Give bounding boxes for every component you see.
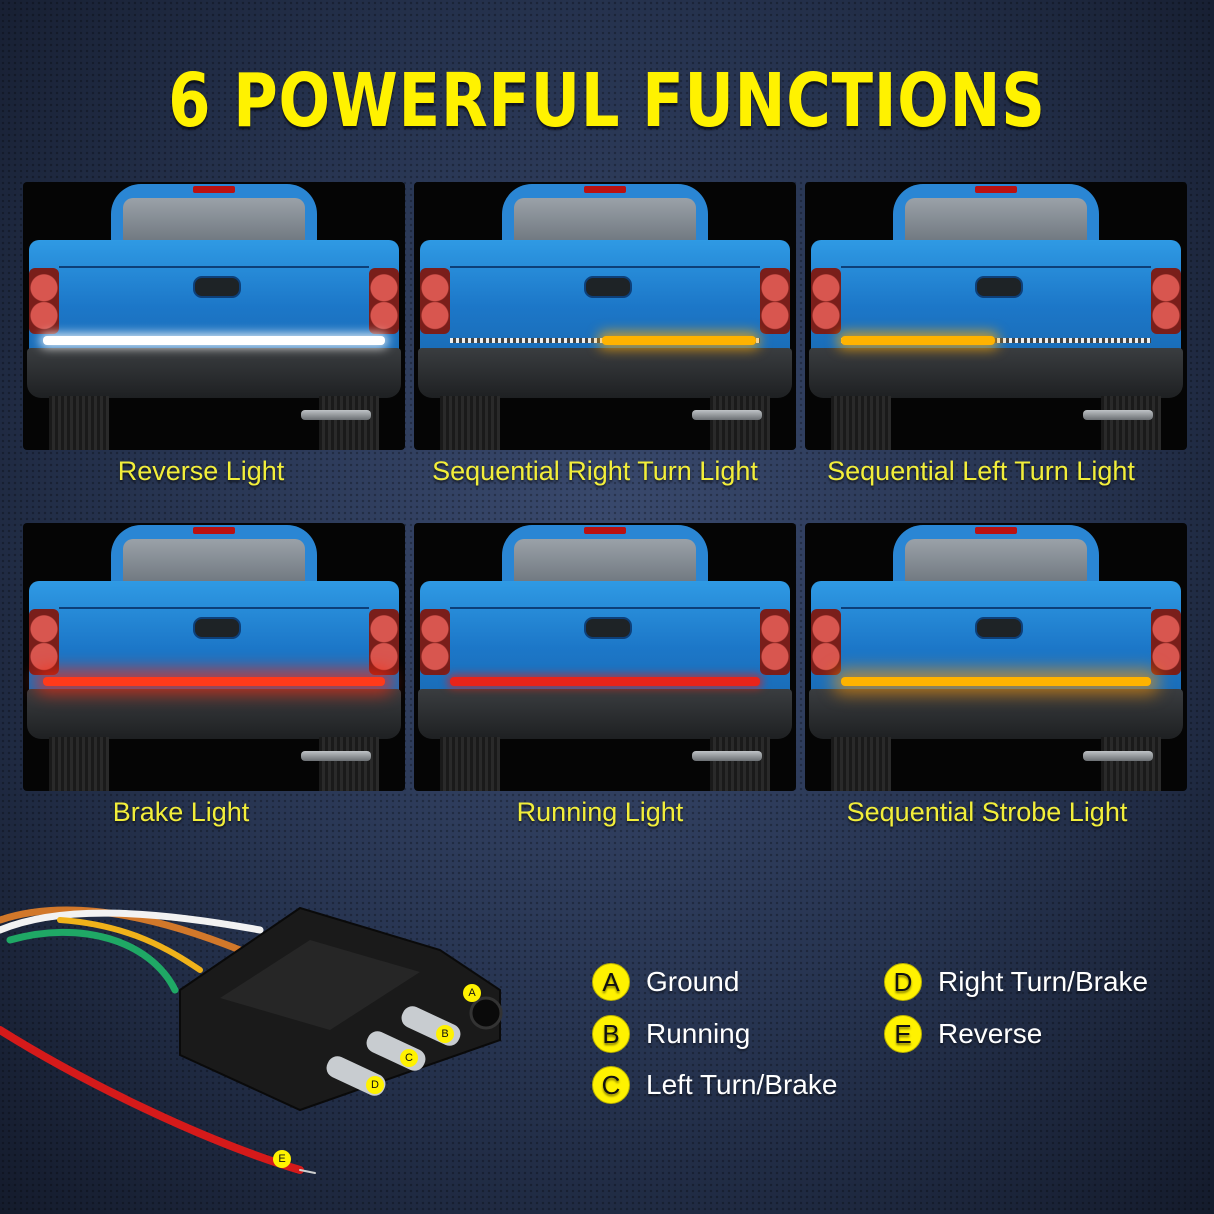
led-strip-red bbox=[43, 677, 385, 686]
badge-c: C bbox=[592, 1066, 630, 1104]
legend-label: Running bbox=[646, 1018, 751, 1049]
panel-reverse-light bbox=[23, 182, 405, 450]
connector-illustration bbox=[0, 906, 503, 1174]
legend-item-left-turn-brake: C Left Turn/Brake bbox=[592, 1066, 837, 1104]
truck-image bbox=[414, 182, 796, 450]
pin-label-b: B bbox=[436, 1025, 454, 1043]
page-title: 6 POWERFUL FUNCTIONS bbox=[168, 58, 1046, 144]
led-strip-amber-left bbox=[841, 336, 995, 345]
truck-image bbox=[23, 182, 405, 450]
caption-running-light: Running Light bbox=[516, 797, 684, 827]
pin-label-e: E bbox=[273, 1150, 291, 1168]
legend-item-reverse: E Reverse bbox=[884, 1015, 1042, 1053]
legend-label: Left Turn/Brake bbox=[646, 1069, 838, 1100]
pin-label-a: A bbox=[463, 984, 481, 1002]
led-strip-amber-right bbox=[602, 336, 756, 345]
panel-running-light bbox=[414, 523, 796, 791]
caption-brake-light: Brake Light bbox=[112, 797, 250, 827]
badge-a: A bbox=[592, 963, 630, 1001]
led-strip-white bbox=[43, 336, 385, 345]
pin-label-d: D bbox=[366, 1076, 384, 1094]
panel-brake-light bbox=[23, 523, 405, 791]
caption-reverse-light: Reverse Light bbox=[117, 456, 285, 486]
badge-e: E bbox=[884, 1015, 922, 1053]
led-strip-red-dim bbox=[450, 677, 760, 686]
legend-item-ground: A Ground bbox=[592, 963, 739, 1001]
wires bbox=[0, 906, 316, 1174]
legend-label: Ground bbox=[646, 966, 740, 997]
legend-item-right-turn-brake: D Right Turn/Brake bbox=[884, 963, 1148, 1001]
panel-sequential-left-turn bbox=[805, 182, 1187, 450]
led-strip-off bbox=[841, 338, 1151, 343]
caption-sequential-strobe: Sequential Strobe Light bbox=[846, 797, 1128, 827]
panel-sequential-strobe bbox=[805, 523, 1187, 791]
caption-sequential-left-turn: Sequential Left Turn Light bbox=[827, 456, 1135, 486]
truck-image bbox=[414, 523, 796, 791]
led-strip-amber bbox=[841, 677, 1151, 686]
pin-label-c: C bbox=[400, 1049, 418, 1067]
truck-image bbox=[805, 182, 1187, 450]
caption-sequential-right-turn: Sequential Right Turn Light bbox=[432, 456, 758, 486]
badge-b: B bbox=[592, 1015, 630, 1053]
legend-label: Right Turn/Brake bbox=[938, 966, 1149, 997]
panel-sequential-right-turn bbox=[414, 182, 796, 450]
legend-item-running: B Running bbox=[592, 1015, 750, 1053]
truck-image bbox=[23, 523, 405, 791]
legend-label: Reverse bbox=[938, 1018, 1043, 1049]
truck-image bbox=[805, 523, 1187, 791]
badge-d: D bbox=[884, 963, 922, 1001]
